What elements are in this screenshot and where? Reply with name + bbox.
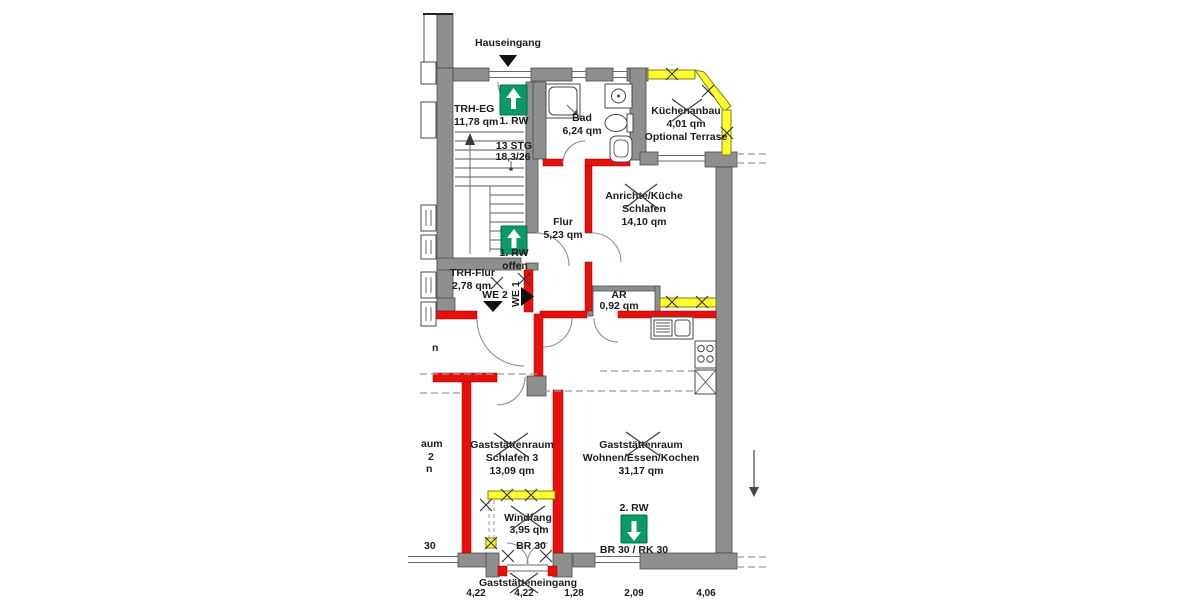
dimension-4: 2,09 [624,588,644,599]
room-area-trh-flur: 2,78 qm [452,280,492,292]
dimension-2: 4,22 [514,588,534,599]
kitchen-fixtures [650,316,717,395]
bathroom-fixtures [545,83,634,163]
room-label-anrichte-2: Schlafen [622,203,666,215]
stairs-riserun-label: 18,3/26 [495,151,531,163]
room-area-trh-eg: 11,78 qm [454,116,499,128]
room-label-trh-flur: TRH-Flur [450,267,495,279]
room-label-kuechenanbau: Küchenanbau [651,105,721,117]
wall-x-marks [479,67,734,563]
rw2-icon [620,514,648,544]
rw1-top-icon [499,84,528,116]
fragment-n-bottom: n [426,463,433,475]
stove [694,340,717,369]
hauseingang-arrow [499,55,517,67]
room-area-ar: 0,92 qm [599,300,639,312]
br30-rk30-label: BR 30 / RK 30 [599,544,669,556]
rw1-mid-icon [500,225,528,255]
room-area-gast-wohnen: 31,17 qm [618,465,664,477]
room-area-flur: 5,23 qm [543,229,583,241]
room-label-trh-eg: TRH-EG [454,103,495,115]
dimension-1: 4,22 [466,588,486,599]
left-wall-fixtures [420,61,437,327]
room-area-kuechenanbau: 4,01 qm [666,118,706,130]
stairs-steps-label: 13 STG [495,140,533,152]
we2-label: WE 2 [482,289,508,301]
door-arcs [476,81,622,565]
room-label-gast-wohnen-2: Wohnen/Essen/Kochen [582,452,700,464]
we2-arrow [483,301,503,312]
fragment-raum: aum [421,438,443,450]
fragment-two: 2 [428,451,434,463]
room-label-gast-wohnen: Gaststättenraum [599,439,683,451]
toilet [604,114,628,132]
escape-route-icons [499,84,648,544]
window-lines [408,71,705,572]
rw1-state-label: offen [502,260,528,272]
room-label-bad: Bad [572,112,592,124]
room-area-bad: 6,24 qm [562,125,602,137]
room-label-windfang: Windfang [504,512,552,524]
dimension-5: 4,06 [696,588,716,599]
room-area-gast-schlafen: 13,09 qm [489,465,535,477]
room-note-kuechenanbau: Optional Terrase [644,131,728,143]
br30-label: BR 30 [516,540,546,552]
room-label-anrichte: Anrichte/Küche [605,190,683,202]
room-label-gast-schlafen-2: Schlafen 3 [485,452,539,464]
rw1-mid-label: 1. RW [499,247,529,259]
room-label-flur: Flur [553,216,573,228]
dimension-3: 1,28 [564,588,584,599]
entrance-markers [483,55,534,312]
dashed-lines [420,153,766,568]
hauseingang-label: Hauseingang [475,37,541,49]
rw1-top-label: 1. RW [499,115,529,127]
br30-left-label: 30 [424,540,436,552]
stair-direction-arrow [465,133,475,145]
down-arrow [749,450,759,497]
room-area-anrichte: 14,10 qm [621,216,667,228]
we1-label: WE 1 [510,281,522,307]
we1-arrow [521,287,534,306]
gray-walls [423,13,738,578]
room-area-windfang: 3,95 qm [509,524,549,536]
red-walls [429,158,717,577]
gaststaetteneingang-label: Gaststätteneingang [478,577,578,589]
room-label-ar: AR [611,289,627,301]
fragment-n-top: n [432,342,439,354]
room-label-gast-schlafen: Gaststättenraum [470,439,554,451]
rw2-label: 2. RW [619,502,649,514]
